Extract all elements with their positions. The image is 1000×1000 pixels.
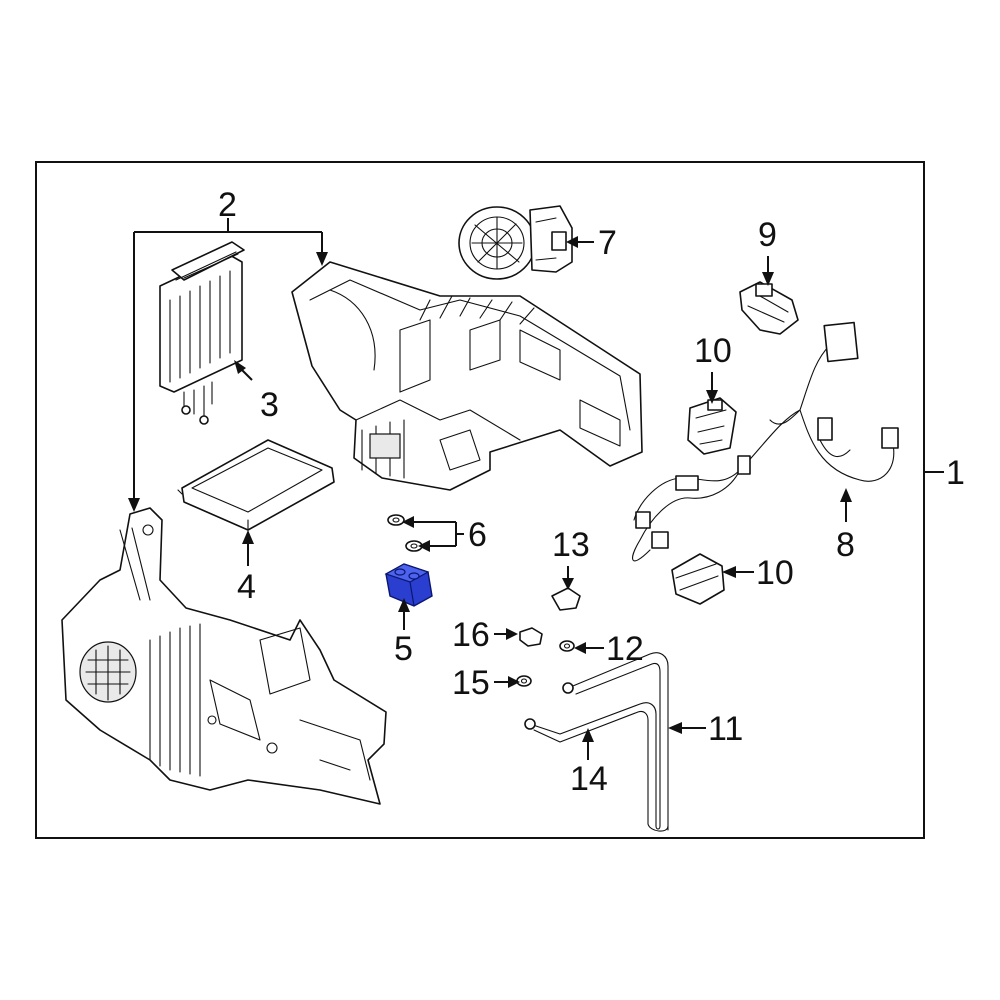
connector-part bbox=[739, 281, 799, 335]
heater-core bbox=[159, 241, 245, 425]
callout-1: 1 bbox=[946, 454, 965, 492]
callout-2: 2 bbox=[218, 186, 237, 224]
arrow-3 bbox=[234, 360, 246, 374]
callout-11: 11 bbox=[708, 710, 743, 748]
callout-15: 15 bbox=[452, 664, 490, 702]
callout-13: 13 bbox=[552, 526, 590, 564]
arrow-4 bbox=[242, 530, 254, 544]
callout-10-upper: 10 bbox=[694, 332, 732, 370]
clip-part bbox=[551, 587, 581, 611]
callout-5: 5 bbox=[394, 630, 413, 668]
wiring-harness bbox=[632, 321, 899, 562]
arrow-10-upper bbox=[706, 390, 718, 404]
bolt-part bbox=[519, 627, 543, 647]
arrow-2-lower bbox=[128, 498, 140, 512]
arrow-15 bbox=[508, 676, 520, 688]
arrow-6a bbox=[402, 516, 414, 528]
leader-6 bbox=[412, 521, 464, 547]
evaporator-core bbox=[177, 439, 335, 531]
refrigerant-lines bbox=[524, 652, 669, 832]
callout-7: 7 bbox=[598, 224, 617, 262]
callout-14: 14 bbox=[570, 760, 608, 798]
arrow-7 bbox=[566, 236, 578, 248]
control-module-upper bbox=[687, 397, 737, 455]
control-module-lower bbox=[671, 553, 725, 605]
arrow-9 bbox=[762, 272, 774, 286]
arrow-13 bbox=[562, 578, 574, 590]
arrow-2-upper bbox=[316, 252, 328, 266]
callout-10-lower: 10 bbox=[756, 554, 794, 592]
arrow-16 bbox=[506, 628, 518, 640]
blower-motor bbox=[458, 205, 573, 280]
expansion-valve-highlighted bbox=[384, 563, 433, 607]
hvac-housing-lower bbox=[61, 507, 387, 805]
callout-9: 9 bbox=[758, 216, 777, 254]
o-rings bbox=[387, 514, 423, 552]
arrow-5 bbox=[398, 598, 410, 612]
leader-2 bbox=[133, 218, 323, 500]
arrow-8 bbox=[840, 488, 852, 502]
arrow-14 bbox=[582, 728, 594, 742]
arrow-11 bbox=[668, 722, 682, 734]
callout-4: 4 bbox=[237, 568, 256, 606]
arrow-6b bbox=[418, 540, 430, 552]
callout-16: 16 bbox=[452, 616, 490, 654]
callout-3: 3 bbox=[260, 386, 279, 424]
hvac-housing-upper bbox=[291, 261, 643, 491]
callout-8: 8 bbox=[836, 526, 855, 564]
arrow-10-lower bbox=[722, 566, 736, 578]
callout-12: 12 bbox=[606, 630, 644, 668]
diagram-frame bbox=[35, 161, 925, 839]
washer-small-part bbox=[516, 675, 532, 687]
arrow-12 bbox=[574, 642, 586, 654]
callout-6: 6 bbox=[468, 516, 487, 554]
washer-part bbox=[559, 640, 575, 652]
